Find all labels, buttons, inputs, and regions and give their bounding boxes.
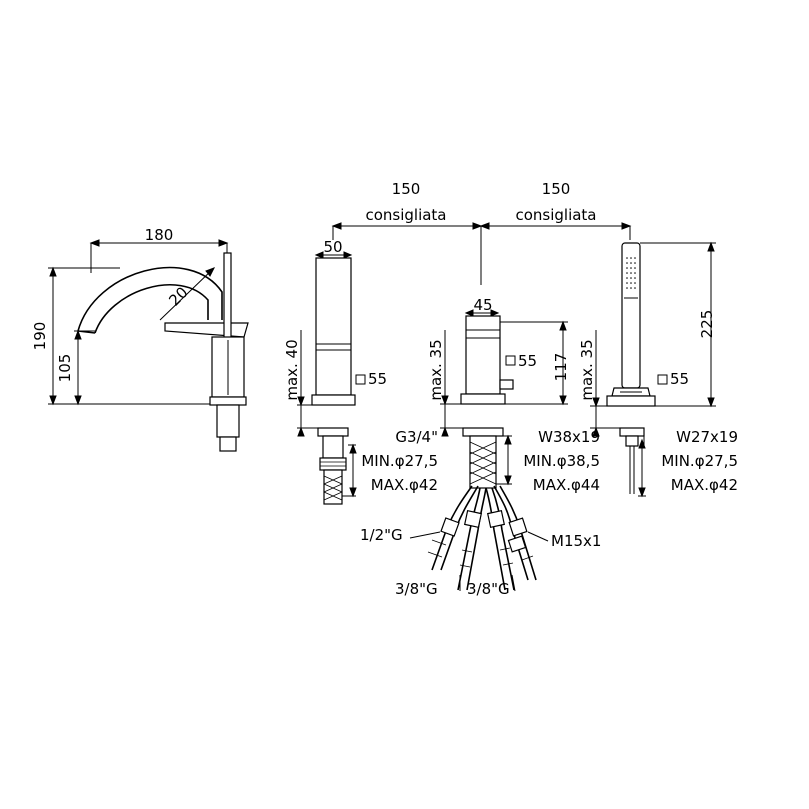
left-fixing-thread: G3/4" <box>395 428 438 446</box>
center-body-width-dim: 45 <box>473 296 492 314</box>
spacing-left-note: consigliata <box>365 206 446 224</box>
left-fixing-max: MAX.φ42 <box>371 476 438 494</box>
hose-three-eighths-b-label: 3/8"G <box>467 580 510 598</box>
right-height-dim: 225 <box>698 310 716 339</box>
right-max-thickness-dim: max. 35 <box>578 339 596 400</box>
right-fixing-thread: W27x19 <box>676 428 738 446</box>
center-square-dim: 55 <box>518 352 537 370</box>
center-fixing-min: MIN.φ38,5 <box>523 452 600 470</box>
spout-outlet-height-dim: 105 <box>56 354 74 383</box>
left-fixing-min: MIN.φ27,5 <box>361 452 438 470</box>
right-square-dim: 55 <box>670 370 689 388</box>
left-body-width-dim: 50 <box>323 238 342 256</box>
spacing-dimension: 150 consigliata 150 consigliata <box>331 180 632 285</box>
spacing-right-note: consigliata <box>515 206 596 224</box>
right-fixing-max: MAX.φ42 <box>671 476 738 494</box>
shower-nozzle-dots <box>626 257 636 289</box>
center-max-thickness-dim: max. 35 <box>427 339 445 400</box>
center-height-dim: 117 <box>552 353 570 382</box>
spacing-left-value: 150 <box>392 180 421 198</box>
left-valve-view: 50 max. 40 55 <box>283 238 438 505</box>
left-max-thickness-dim: max. 40 <box>283 339 301 400</box>
flexible-hoses <box>427 485 537 591</box>
right-fixing-min: MIN.φ27,5 <box>661 452 738 470</box>
center-fixing-max: MAX.φ44 <box>533 476 600 494</box>
left-shank-hatch <box>323 475 343 501</box>
spout-length-dim: 180 <box>145 226 174 244</box>
center-fixing-thread: W38x19 <box>538 428 600 446</box>
center-shank-hatch <box>469 441 497 485</box>
spacing-right-value: 150 <box>542 180 571 198</box>
hand-shower-view: 225 max. 35 55 W27x19 MIN.φ27,5 MAX.φ42 <box>578 241 738 498</box>
hose-metric-label: M15x1 <box>551 532 601 550</box>
spout-side-view: 180 190 105 20 <box>31 226 249 452</box>
spout-total-height-dim: 190 <box>31 322 49 351</box>
hose-three-eighths-a-label: 3/8"G <box>395 580 438 598</box>
left-square-dim: 55 <box>368 370 387 388</box>
center-diverter-view: 45 117 max. 35 55 <box>360 296 601 598</box>
hose-half-inch-label: 1/2"G <box>360 526 403 544</box>
